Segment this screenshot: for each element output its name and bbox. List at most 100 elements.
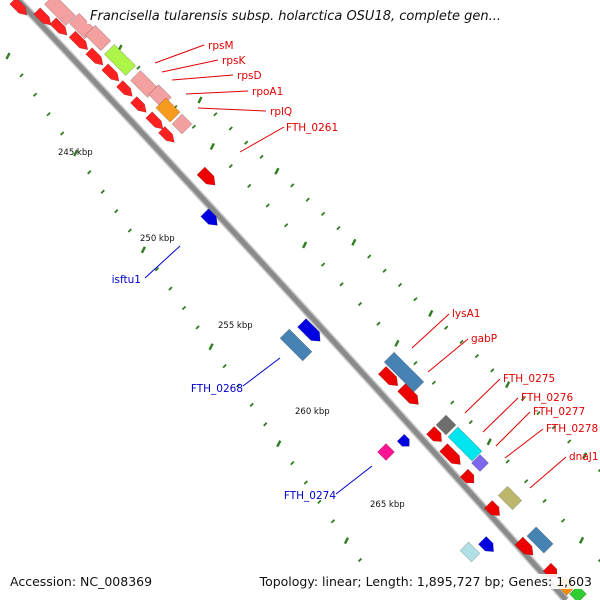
- gene-arrow[interactable]: [297, 318, 325, 346]
- gene-labels: rpsM rpsK rpsD rpoA1 rplQ FTH_0261 isftu1 lysA1…: [112, 40, 599, 502]
- gene-feature[interactable]: [435, 414, 457, 436]
- tick-mark: [351, 238, 357, 246]
- gene-feature[interactable]: [383, 351, 425, 393]
- gene-feature[interactable]: [514, 536, 537, 559]
- gene-feature[interactable]: [377, 365, 401, 389]
- gene-block[interactable]: [279, 328, 313, 362]
- gene-feature[interactable]: [171, 113, 193, 135]
- gene-feature[interactable]: [44, 0, 76, 26]
- gene-label[interactable]: rpoA1: [252, 86, 283, 98]
- gene-arrow[interactable]: [85, 47, 107, 69]
- label-leader-line: [239, 126, 285, 153]
- gene-feature[interactable]: [569, 585, 587, 600]
- gene-arrow[interactable]: [478, 536, 497, 555]
- gene-label[interactable]: rpsD: [237, 70, 262, 82]
- gene-feature[interactable]: [484, 500, 503, 519]
- gene-block[interactable]: [377, 443, 395, 461]
- gene-label[interactable]: gabP: [471, 333, 497, 345]
- gene-arrow[interactable]: [158, 126, 177, 145]
- tick-mark: [195, 325, 200, 330]
- gene-arrow[interactable]: [196, 166, 219, 189]
- gene-feature[interactable]: [459, 468, 478, 487]
- gene-block[interactable]: [155, 97, 181, 123]
- gene-arrow[interactable]: [101, 63, 123, 85]
- gene-label[interactable]: rplQ: [270, 106, 292, 118]
- gene-feature[interactable]: [101, 63, 123, 85]
- gene-label[interactable]: FTH_0277: [533, 406, 585, 418]
- gene-block[interactable]: [569, 585, 587, 600]
- gene-label[interactable]: rpsM: [208, 40, 234, 52]
- gene-label[interactable]: FTH_0278: [546, 423, 598, 435]
- gene-label[interactable]: rpsK: [222, 55, 246, 67]
- gene-feature[interactable]: [426, 426, 445, 445]
- gene-arrow[interactable]: [426, 426, 445, 445]
- gene-block[interactable]: [383, 351, 425, 393]
- gene-arrow[interactable]: [397, 383, 423, 409]
- gene-feature[interactable]: [200, 208, 222, 230]
- gene-block[interactable]: [447, 426, 483, 462]
- gene-arrow[interactable]: [49, 17, 71, 39]
- gene-feature[interactable]: [439, 443, 465, 469]
- gene-feature[interactable]: [377, 443, 395, 461]
- gene-arrow[interactable]: [200, 208, 222, 230]
- gene-arrow[interactable]: [514, 536, 537, 559]
- gene-block[interactable]: [171, 113, 193, 135]
- tick-mark: [87, 170, 92, 175]
- gene-feature[interactable]: [279, 328, 313, 362]
- tick-mark: [567, 439, 572, 444]
- gene-arrow[interactable]: [33, 7, 55, 29]
- gene-label[interactable]: lysA1: [452, 308, 480, 320]
- gene-feature[interactable]: [397, 383, 423, 409]
- gene-arrow[interactable]: [396, 433, 413, 450]
- gene-block[interactable]: [459, 541, 481, 563]
- gene-arrow[interactable]: [68, 30, 91, 53]
- gene-feature[interactable]: [158, 126, 177, 145]
- gene-feature[interactable]: [478, 536, 497, 555]
- gene-arrow[interactable]: [145, 111, 167, 133]
- gene-arrow[interactable]: [9, 0, 31, 18]
- gene-feature[interactable]: [68, 30, 91, 53]
- gene-arrow[interactable]: [130, 96, 149, 115]
- gene-block[interactable]: [84, 24, 112, 52]
- gene-feature[interactable]: [471, 454, 489, 472]
- gene-arrow[interactable]: [377, 365, 401, 389]
- gene-block[interactable]: [526, 526, 554, 554]
- gene-arrow[interactable]: [116, 80, 135, 99]
- gene-feature[interactable]: [84, 24, 112, 52]
- gene-arrow[interactable]: [459, 468, 478, 487]
- gene-block[interactable]: [104, 44, 136, 76]
- gene-feature[interactable]: [9, 0, 31, 18]
- gene-label[interactable]: dnaJ1: [569, 451, 599, 463]
- gene-label[interactable]: FTH_0268: [191, 383, 243, 395]
- gene-feature[interactable]: [196, 166, 219, 189]
- gene-feature[interactable]: [116, 80, 135, 99]
- gene-feature[interactable]: [396, 433, 413, 450]
- tick-mark: [274, 167, 280, 175]
- gene-label[interactable]: FTH_0275: [503, 373, 555, 385]
- gene-feature[interactable]: [85, 47, 107, 69]
- gene-label[interactable]: isftu1: [112, 274, 141, 286]
- gene-label[interactable]: FTH_0261: [286, 122, 338, 134]
- gene-feature[interactable]: [104, 44, 136, 76]
- gene-feature[interactable]: [33, 7, 55, 29]
- gene-block[interactable]: [497, 485, 523, 511]
- gene-arrow[interactable]: [484, 500, 503, 519]
- gene-block[interactable]: [435, 414, 457, 436]
- gene-feature[interactable]: [49, 17, 71, 39]
- gene-feature[interactable]: [459, 541, 481, 563]
- gene-feature[interactable]: [297, 318, 325, 346]
- gene-feature[interactable]: [130, 96, 149, 115]
- gene-block[interactable]: [44, 0, 76, 26]
- gene-label[interactable]: FTH_0274: [284, 490, 336, 502]
- gene-feature[interactable]: [497, 485, 523, 511]
- gene-feature[interactable]: [526, 526, 554, 554]
- gene-feature[interactable]: [155, 97, 181, 123]
- gene-label[interactable]: FTH_0276: [521, 392, 573, 404]
- gene-feature[interactable]: [145, 111, 167, 133]
- gene-block[interactable]: [471, 454, 489, 472]
- gene-arrow[interactable]: [439, 443, 465, 469]
- gene-feature[interactable]: [447, 426, 483, 462]
